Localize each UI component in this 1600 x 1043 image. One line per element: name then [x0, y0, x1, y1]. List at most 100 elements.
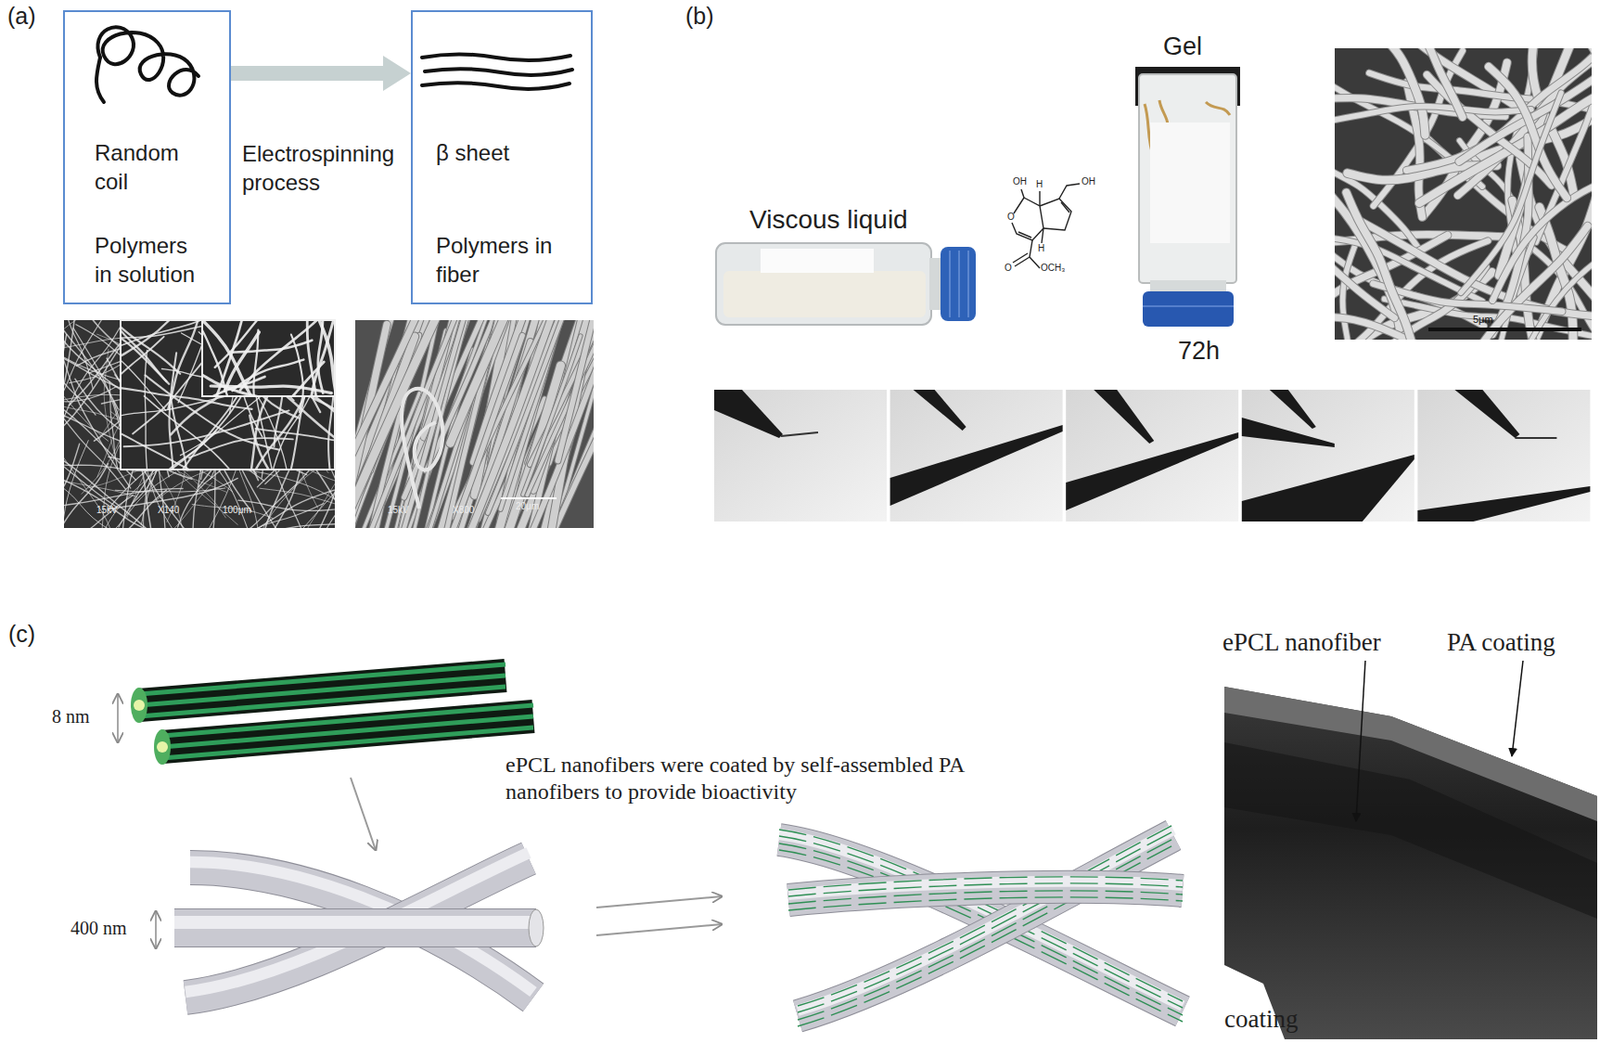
sem-image-gel-fibers — [1529, 48, 1592, 167]
sem-image-gel-fibers — [1360, 48, 1425, 136]
sem-image-gel-fibers — [1346, 192, 1416, 340]
sem-image-aligned — [557, 320, 594, 461]
sem-image-aligned — [557, 320, 594, 461]
photo-frame — [1241, 389, 1415, 522]
process-box: Random coilPolymers in solution — [63, 10, 231, 305]
vial-gel — [1142, 291, 1234, 327]
photo-frame — [913, 389, 967, 431]
process-arrow — [350, 777, 376, 850]
sample-label: Viscous liquid — [749, 204, 909, 236]
sem-image-random — [307, 320, 321, 397]
atom-label: H — [1036, 179, 1043, 191]
genipin-structure — [1011, 197, 1044, 241]
sem-image-random — [189, 437, 294, 458]
sem-image-random — [259, 487, 335, 513]
sem-image-gel-fibers — [1529, 48, 1592, 167]
sem-image-random — [0, 250, 409, 615]
sem-image-gel-fibers — [1334, 106, 1532, 122]
photo-frame — [1065, 389, 1239, 522]
coated-fiber-model — [797, 824, 1174, 1006]
sem-image-random — [249, 415, 295, 470]
sem-image-aligned — [427, 320, 567, 528]
genipin-structure — [1059, 183, 1080, 199]
pa-nanofiber-model — [162, 727, 534, 758]
photo-frame — [1514, 436, 1557, 439]
coated-fiber-model — [797, 838, 1174, 1020]
sem-image-random — [202, 376, 266, 397]
box-text: Polymers in solution — [94, 230, 211, 289]
vial-gel — [1139, 74, 1237, 283]
dimension-arrow — [117, 693, 156, 948]
sem-image-aligned — [401, 388, 443, 509]
atom-label: O — [1007, 211, 1015, 223]
genipin-structure — [1039, 198, 1072, 231]
tem-image — [1511, 660, 1524, 756]
sem-image-aligned — [355, 320, 483, 486]
vial-gel — [1135, 66, 1241, 327]
random-coil-sketch — [97, 26, 199, 95]
sem-image-random — [64, 471, 138, 497]
process-arrow — [230, 55, 411, 91]
process-box: β sheetPolymers in fiber — [410, 10, 593, 305]
panel-label: (b) — [685, 1, 715, 30]
box-text: β sheet — [435, 138, 585, 167]
sem-image-gel-fibers — [1334, 183, 1395, 318]
photo-frame — [1417, 486, 1590, 522]
caption-note: ePCL nanofibers were coated by self-asse… — [505, 751, 1025, 806]
sem-image-aligned — [500, 497, 557, 500]
coated-fiber-model — [788, 890, 1183, 904]
photo-frame — [780, 432, 819, 436]
beta-sheet-sketch — [422, 54, 571, 62]
panel-label: (c) — [8, 619, 36, 648]
genipin-structure — [1011, 183, 1080, 269]
box-text: Random coil — [94, 138, 197, 196]
sem-image-random — [307, 320, 335, 397]
leader-label: PA coating — [1446, 627, 1556, 657]
genipin-structure — [1038, 191, 1040, 206]
sem-image-random — [144, 349, 153, 470]
vial-horizontal — [723, 270, 926, 318]
photo-frame — [1065, 389, 1239, 522]
process-arrow — [596, 896, 722, 908]
sem-image-random — [64, 443, 80, 527]
sem-image-gel-fibers — [1334, 106, 1532, 122]
sem-image-gel-fibers — [1360, 48, 1425, 136]
sem-image-random — [192, 503, 273, 518]
sem-image-random — [124, 409, 290, 447]
pa-nanofiber-model — [130, 664, 534, 765]
epcl-fiber-model — [174, 908, 537, 947]
sem-image-gel-fibers — [1460, 92, 1562, 293]
sem-image-gel-fibers — [1340, 244, 1356, 340]
atom-label: OH — [1081, 176, 1096, 188]
sem-image-random — [202, 363, 279, 397]
vial-gel — [1142, 305, 1234, 308]
vial-horizontal — [958, 250, 960, 318]
sem-info: 15kV — [387, 504, 410, 516]
sem-image-aligned — [307, 178, 669, 692]
photo-frame — [1454, 389, 1520, 438]
sem-image-random — [143, 396, 265, 470]
sem-image-random — [120, 320, 167, 410]
dimension-label: 8 nm — [51, 704, 90, 728]
random-coil-sketch — [96, 26, 199, 103]
sem-image-gel-fibers — [1507, 204, 1592, 340]
sem-image-random — [120, 320, 167, 382]
sem-image-random — [120, 320, 335, 470]
dimension-arrow — [116, 693, 119, 743]
atom-label: OH — [1012, 176, 1027, 188]
beta-sheet-sketch — [422, 82, 570, 90]
sem-image-random — [202, 320, 335, 397]
panel-label: (a) — [7, 1, 37, 30]
genipin-structure — [1012, 253, 1030, 267]
photo-frame — [1417, 389, 1590, 522]
vial-horizontal — [967, 250, 970, 318]
edge-label: Electrospinning process — [242, 139, 408, 197]
tem-image — [1356, 660, 1366, 821]
coated-fiber-model — [797, 829, 1174, 1011]
genipin-structure — [1061, 202, 1070, 213]
